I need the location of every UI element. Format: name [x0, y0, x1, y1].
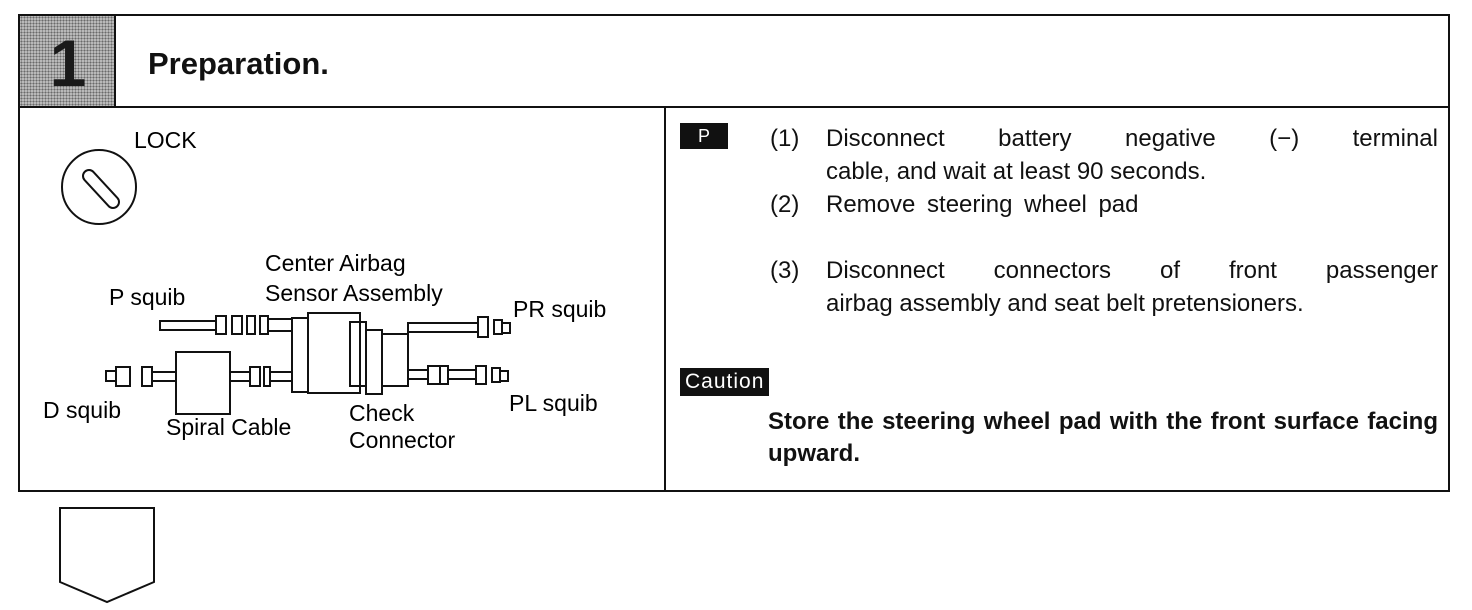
pr-squib-label: PR squib [513, 296, 606, 322]
check-connector-label-2: Connector [349, 427, 455, 453]
column-divider [664, 108, 666, 490]
step-title: Preparation. [148, 46, 329, 81]
center-airbag-label-1: Center Airbag [265, 250, 406, 276]
instruction-number: (2) [770, 191, 800, 218]
center-sensor-body [291, 312, 367, 394]
d-squib-label: D squib [43, 397, 121, 423]
caution-tag: Caution [680, 368, 770, 396]
instruction-text-line-1: Disconnect battery negative (−) terminal [826, 125, 1438, 152]
spiral-cable-label: Spiral Cable [166, 414, 291, 440]
caution-text: Store the steering wheel pad with the fr… [768, 408, 1438, 467]
check-connector-body [365, 329, 409, 395]
instruction-text-line-1: Remove steering wheel pad [826, 191, 1139, 218]
procedure-tag: P [680, 123, 728, 149]
next-step-arrow-icon [59, 507, 155, 604]
center-airbag-label-2: Sensor Assembly [265, 280, 443, 306]
p-squib-label: P squib [109, 284, 185, 310]
lower-harness [105, 365, 509, 387]
connector-diagram: LOCK Center Airbag Sensor Assembly P squ… [43, 127, 606, 453]
lock-icon [61, 149, 137, 225]
instruction-number: (1) [770, 125, 800, 152]
procedure-frame: 1 Preparation. [18, 14, 1450, 492]
check-connector-label-1: Check [349, 400, 415, 426]
step-number-box: 1 [20, 16, 116, 106]
instruction-number: (3) [770, 257, 800, 284]
step-number: 1 [49, 26, 87, 100]
upper-harness [159, 315, 511, 338]
pl-squib-label: PL squib [509, 390, 598, 416]
instruction-text-line-2: cable, and wait at least 90 seconds. [826, 158, 1207, 185]
spiral-cable-body [175, 351, 231, 415]
step-header: 1 Preparation. [20, 16, 1448, 108]
lock-label: LOCK [134, 127, 197, 153]
instruction-text-line-2: airbag assembly and seat belt pretension… [826, 290, 1304, 317]
instruction-text-line-1: Disconnect connectors of front passenger [826, 257, 1438, 284]
